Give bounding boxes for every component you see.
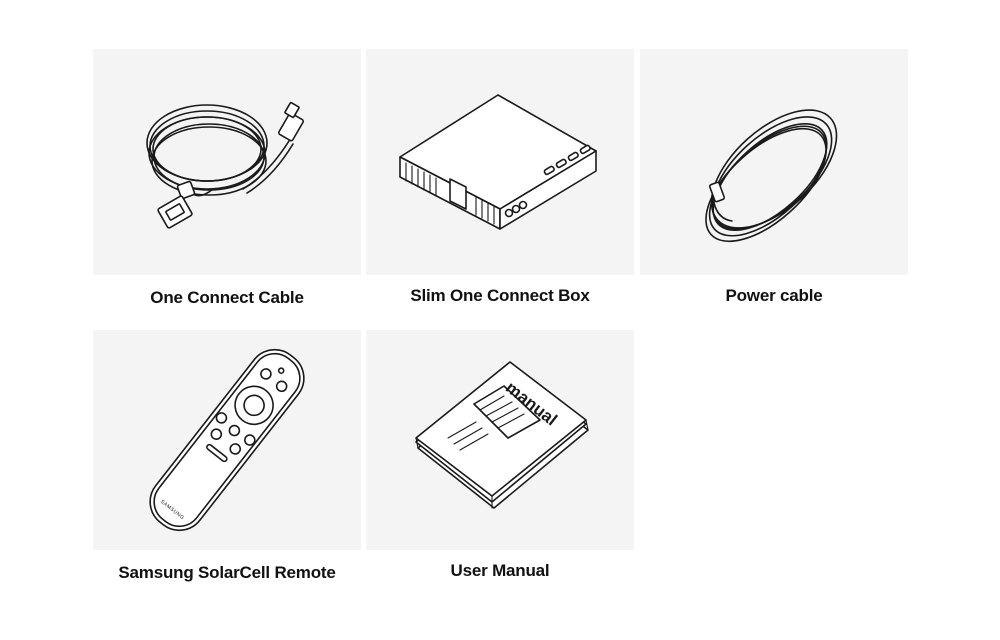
item-card-solarcell-remote: SAMSUNG bbox=[93, 330, 361, 550]
item-label: User Manual bbox=[450, 561, 550, 580]
item-card-slim-one-connect-box bbox=[366, 49, 634, 275]
item-card-one-connect-cable bbox=[93, 49, 361, 275]
cable-icon bbox=[146, 101, 304, 229]
item-card-user-manual: manual bbox=[366, 330, 634, 550]
connect-box-icon bbox=[399, 94, 597, 230]
item-card-power-cable bbox=[640, 49, 908, 275]
power-cable-icon bbox=[705, 109, 838, 243]
remote-icon: SAMSUNG bbox=[149, 348, 305, 532]
item-label: Slim One Connect Box bbox=[410, 286, 590, 305]
item-label: Power cable bbox=[725, 286, 823, 305]
manual-icon: manual bbox=[415, 361, 589, 509]
item-label: Samsung SolarCell Remote bbox=[118, 563, 336, 582]
item-label: One Connect Cable bbox=[150, 288, 304, 307]
